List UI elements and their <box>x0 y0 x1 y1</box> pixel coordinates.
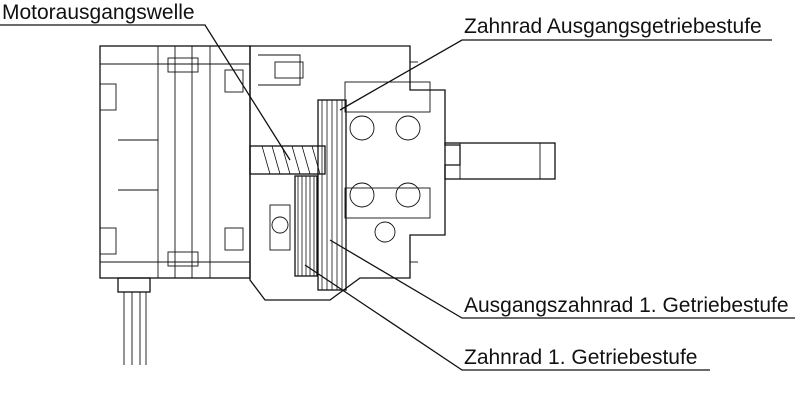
leader-lines <box>0 24 795 371</box>
output-stage-gear <box>317 99 347 291</box>
motor-shaft-pinion <box>249 145 326 175</box>
cable <box>117 277 151 365</box>
leader-gear-stage1 <box>304 264 710 371</box>
label-motor-shaft: Motorausgangswelle <box>2 1 195 24</box>
leader-output-stage-gear <box>339 39 772 111</box>
gearbox-housing <box>249 45 461 301</box>
leader-output-gear-stage1 <box>329 239 795 319</box>
output-shaft <box>444 142 556 180</box>
leader-motor-shaft <box>0 24 291 161</box>
label-gear-stage1: Zahnrad 1. Getriebestufe <box>464 346 697 369</box>
motor-housing <box>99 45 251 279</box>
label-output-gear-stage1: Ausgangszahnrad 1. Getriebestufe <box>464 294 789 317</box>
stage1-gear <box>269 175 318 277</box>
label-output-stage-gear: Zahnrad Ausgangsgetriebestufe <box>464 15 762 38</box>
